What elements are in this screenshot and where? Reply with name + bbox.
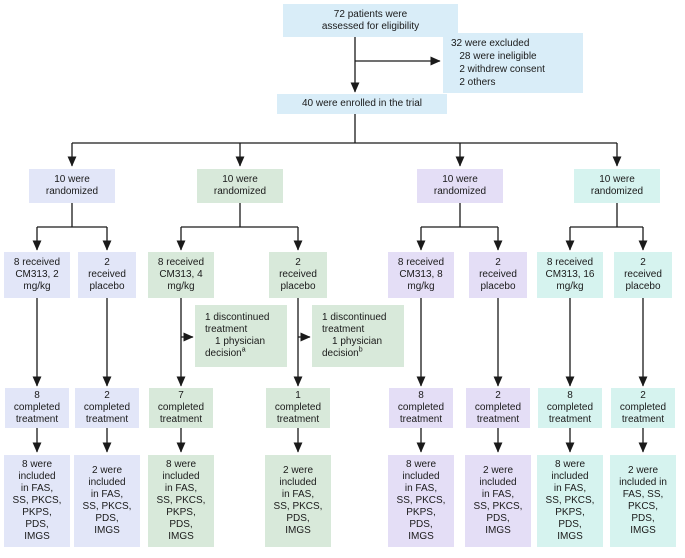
received-box-arm3-placebo: 2 received placebo bbox=[469, 252, 527, 298]
included-box-arm2-placebo: 2 were included in FAS, SS, PKCS, PDS, I… bbox=[265, 455, 331, 547]
completed-box-arm1-placebo: 2 completed treatment bbox=[75, 388, 139, 428]
completed-box-arm2-placebo: 1 completed treatment bbox=[266, 388, 330, 428]
included-box-arm4-placebo: 2 were included in FAS, SS, PKCS, PDS, I… bbox=[610, 455, 676, 547]
completed-box-arm3-treatment: 8 completed treatment bbox=[389, 388, 453, 428]
received-box-arm1-treatment: 8 received CM313, 2 mg/kg bbox=[4, 252, 70, 298]
included-box-arm2-treatment: 8 were included in FAS, SS, PKCS, PKPS, … bbox=[148, 455, 214, 547]
received-box-arm2-treatment: 8 received CM313, 4 mg/kg bbox=[148, 252, 214, 298]
completed-box-arm2-treatment: 7 completed treatment bbox=[149, 388, 213, 428]
included-box-arm3-placebo: 2 were included in FAS, SS, PKCS, PDS, I… bbox=[465, 455, 531, 547]
received-box-arm4-placebo: 2 received placebo bbox=[614, 252, 672, 298]
discontinued-a-line2: 1 physician decisiona bbox=[205, 336, 266, 359]
included-box-arm1-treatment: 8 were included in FAS, SS, PKCS, PKPS, … bbox=[4, 455, 70, 547]
completed-box-arm4-treatment: 8 completed treatment bbox=[538, 388, 602, 428]
footnote-b-marker: b bbox=[358, 346, 363, 354]
completed-box-arm4-placebo: 2 completed treatment bbox=[611, 388, 675, 428]
received-box-arm2-placebo: 2 received placebo bbox=[269, 252, 327, 298]
discontinued-box-b: 1 discontinued treatment 1 physician dec… bbox=[312, 305, 404, 367]
received-box-arm3-treatment: 8 received CM313, 8 mg/kg bbox=[388, 252, 454, 298]
included-box-arm3-treatment: 8 were included in FAS, SS, PKCS, PKPS, … bbox=[388, 455, 454, 547]
discontinued-box-a: 1 discontinued treatment 1 physician dec… bbox=[195, 305, 287, 367]
randomized-box-arm1: 10 were randomized bbox=[29, 169, 115, 203]
included-box-arm4-treatment: 8 were included in FAS, SS, PKCS, PKPS, … bbox=[537, 455, 603, 547]
randomized-box-arm4: 10 were randomized bbox=[574, 169, 660, 203]
received-box-arm4-treatment: 8 received CM313, 16 mg/kg bbox=[537, 252, 603, 298]
discontinued-a-line1: 1 discontinued treatment bbox=[205, 312, 270, 335]
discontinued-b-line1: 1 discontinued treatment bbox=[322, 312, 387, 335]
completed-box-arm1-treatment: 8 completed treatment bbox=[5, 388, 69, 428]
randomized-box-arm2: 10 were randomized bbox=[197, 169, 283, 203]
excluded-box: 32 were excluded 28 were ineligible 2 wi… bbox=[443, 33, 583, 93]
discontinued-b-line2: 1 physician decisionb bbox=[322, 336, 383, 359]
received-box-arm1-placebo: 2 received placebo bbox=[78, 252, 136, 298]
included-box-arm1-placebo: 2 were included in FAS, SS, PKCS, PDS, I… bbox=[74, 455, 140, 547]
enrolled-box: 40 were enrolled in the trial bbox=[277, 94, 447, 114]
completed-box-arm3-placebo: 2 completed treatment bbox=[466, 388, 530, 428]
randomized-box-arm3: 10 were randomized bbox=[417, 169, 503, 203]
assessed-box: 72 patients were assessed for eligibilit… bbox=[283, 4, 458, 37]
footnote-a-marker: a bbox=[241, 346, 246, 354]
